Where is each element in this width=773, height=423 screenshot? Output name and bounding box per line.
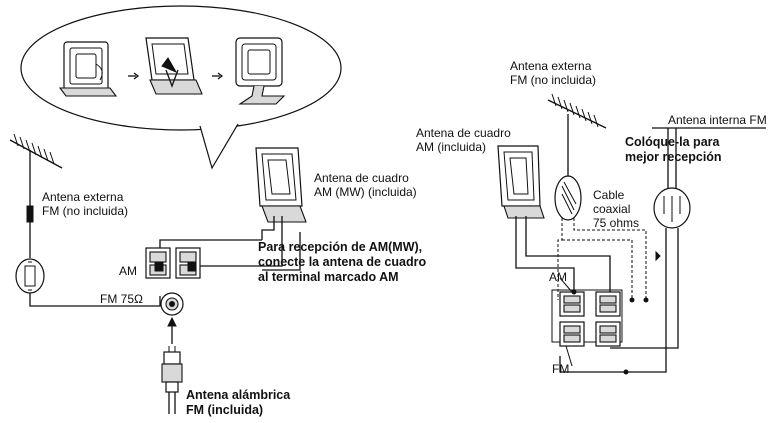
right-cable-label: Cable coaxial 75 ohms [593, 188, 639, 230]
right-loop-antenna-line2: AM (incluida) [416, 140, 487, 154]
left-loop-antenna-line1: Antena de cuadro [314, 171, 409, 185]
left-wire-antenna-label: Antena alámbrica FM (incluida) [186, 388, 290, 418]
assembly-step-3 [235, 37, 286, 105]
right-cable-line2: coaxial [593, 202, 631, 216]
right-external-antenna-label: Antena externa FM (no incluida) [510, 59, 596, 87]
left-fm-wire-antenna [161, 316, 183, 414]
left-wire-antenna-line2: FM (incluida) [186, 403, 264, 417]
right-terminal-block [551, 277, 649, 375]
right-fm-terminal-label: FM [552, 362, 570, 376]
right-placement-note: Colóque-la para mejor recepción [625, 135, 722, 165]
right-am-terminals [559, 291, 621, 317]
right-fm-terminals [559, 321, 621, 347]
assembly-step-2 [145, 37, 203, 95]
right-loop-antenna-line1: Antena de cuadro [416, 126, 511, 140]
assembly-step-1 [58, 41, 118, 97]
right-am-terminal-label: AM [549, 270, 567, 284]
left-loop-antenna-line2: AM (MW) (incluida) [314, 185, 417, 199]
left-am-terminals [145, 247, 201, 279]
left-am-instruction-line3: al terminal marcado AM [258, 270, 399, 284]
right-placement-line1: Colóque-la para [625, 135, 720, 149]
right-loop-antenna-label: Antena de cuadro AM (incluida) [416, 126, 511, 154]
left-fm-jack [160, 292, 184, 316]
left-external-antenna-line1: Antena externa [42, 190, 124, 204]
left-am-instruction-line2: conecte la antena de cuadro [258, 255, 427, 269]
right-external-antenna-line2: FM (no incluida) [510, 73, 597, 87]
right-cable-line1: Cable [593, 188, 625, 202]
left-external-antenna-label: Antena externa FM (no incluida) [42, 190, 128, 218]
assembly-callout [20, 5, 342, 170]
left-loop-antenna-label: Antena de cuadro AM (MW) (incluida) [314, 171, 417, 199]
left-am-instruction: Para recepción de AM(MW), conecte la ant… [258, 240, 426, 285]
right-cable-line3: 75 ohms [593, 216, 640, 230]
left-loop-antenna [159, 147, 307, 271]
left-wire-antenna-line1: Antena alámbrica [186, 388, 291, 402]
right-external-antenna-line1: Antena externa [510, 59, 592, 73]
right-external-fm-antenna [547, 93, 647, 300]
left-external-fm-antenna [9, 133, 63, 258]
callout-pointer [199, 123, 239, 170]
right-placement-line2: mejor recepción [625, 150, 722, 164]
left-external-antenna-line2: FM (no incluida) [42, 204, 129, 218]
right-internal-antenna-label: Antena interna FM [668, 113, 767, 127]
right-loop-antenna [497, 145, 611, 292]
right-internal-fm-antenna [559, 127, 766, 373]
left-am-instruction-line1: Para recepción de AM(MW), [258, 240, 423, 254]
left-am-terminal-label: AM [119, 264, 137, 278]
left-antenna-adapter [15, 258, 161, 307]
left-fm-terminal-label: FM 75Ω [100, 292, 143, 306]
